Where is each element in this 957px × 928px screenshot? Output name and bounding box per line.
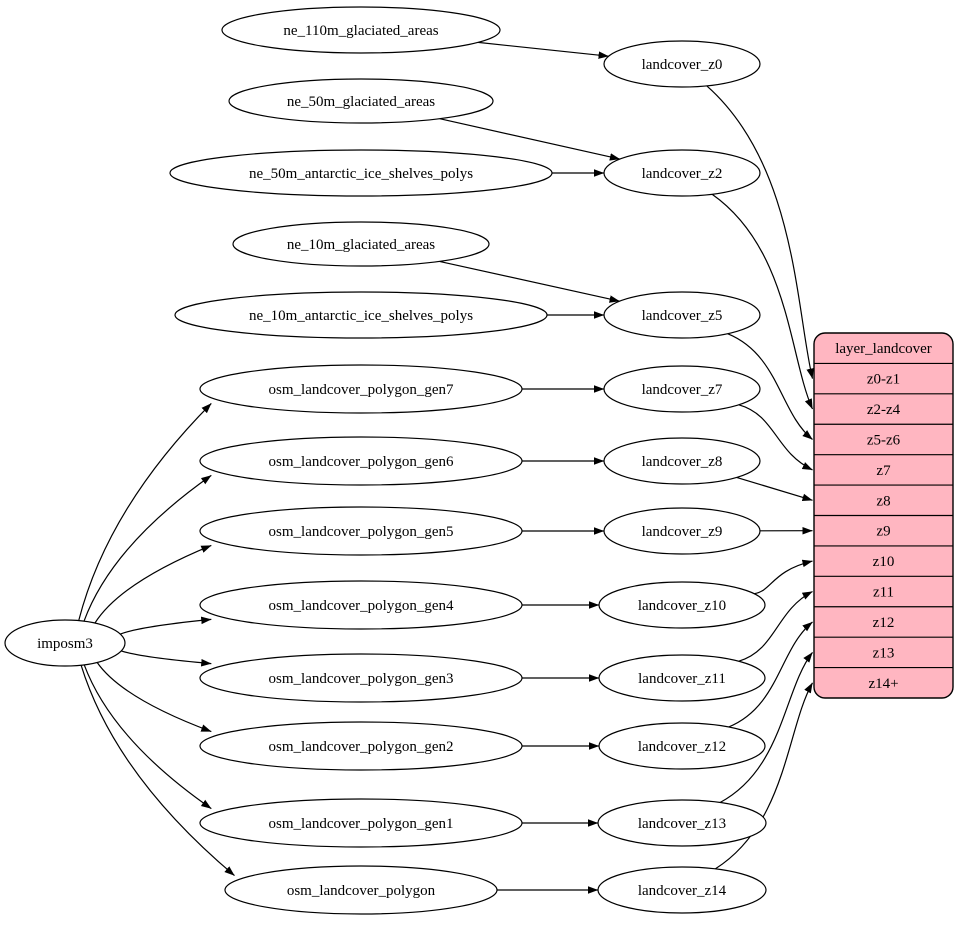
edge-imposm3-to-osm_landcover_polygon_gen5	[95, 545, 211, 623]
record-row-label: z2-z4	[867, 402, 901, 418]
node-label: ne_10m_antarctic_ice_shelves_polys	[249, 308, 473, 324]
node-label: landcover_z13	[638, 816, 726, 832]
record-row-label: z0-z1	[867, 372, 900, 388]
node-ne_50m_antarctic_ice_shelves_polys: ne_50m_antarctic_ice_shelves_polys	[170, 150, 552, 196]
node-landcover_z11: landcover_z11	[599, 655, 765, 701]
node-label: osm_landcover_polygon_gen7	[269, 382, 454, 398]
node-landcover_z9: landcover_z9	[604, 508, 760, 554]
record-row-z2-z4: z2-z4	[867, 402, 901, 418]
node-landcover_z8: landcover_z8	[604, 438, 760, 484]
edge-ne_110m_glaciated_areas-to-landcover_z0	[478, 42, 608, 56]
record-row-label: z10	[873, 554, 895, 570]
node-landcover_z0: landcover_z0	[604, 41, 760, 87]
edge-landcover_z10-to-z10	[754, 561, 812, 594]
node-osm_landcover_polygon_gen4: osm_landcover_polygon_gen4	[200, 581, 522, 629]
edge-ne_50m_glaciated_areas-to-landcover_z2	[440, 119, 620, 159]
node-label: landcover_z0	[642, 57, 723, 73]
node-label: landcover_z11	[638, 671, 726, 687]
node-label: landcover_z8	[642, 454, 723, 470]
node-ne_50m_glaciated_areas: ne_50m_glaciated_areas	[229, 79, 493, 123]
record-row-z0-z1: z0-z1	[867, 372, 900, 388]
node-label: osm_landcover_polygon_gen3	[269, 671, 454, 687]
edge-imposm3-to-osm_landcover_polygon	[81, 665, 234, 875]
node-label: landcover_z7	[642, 382, 723, 398]
edge-landcover_z8-to-z8	[737, 477, 813, 500]
node-osm_landcover_polygon_gen5: osm_landcover_polygon_gen5	[200, 507, 522, 555]
nodes: imposm3 ne_110m_glaciated_areas ne_50m_gla…	[5, 7, 766, 914]
node-ne_10m_antarctic_ice_shelves_polys: ne_10m_antarctic_ice_shelves_polys	[175, 292, 547, 338]
node-landcover_z7: landcover_z7	[604, 366, 760, 412]
record-row-label: z5-z6	[867, 432, 901, 448]
node-label: osm_landcover_polygon_gen6	[269, 454, 454, 470]
edge-imposm3-to-osm_landcover_polygon_gen7	[79, 403, 212, 620]
record-row-z9: z9	[876, 524, 890, 540]
record-layer_landcover: layer_landcover z0-z1 z2-z4 z5-z6 z7 z8 z9 z10 z…	[814, 333, 953, 698]
record-title: layer_landcover	[835, 341, 932, 357]
record-row-label: z9	[876, 524, 890, 540]
node-osm_landcover_polygon: osm_landcover_polygon	[225, 866, 497, 914]
node-landcover_z5: landcover_z5	[604, 292, 760, 338]
node-landcover_z14: landcover_z14	[598, 867, 766, 913]
edge-ne_10m_glaciated_areas-to-landcover_z5	[440, 261, 620, 301]
node-label: landcover_z10	[638, 598, 726, 614]
record-row-z14+: z14+	[868, 676, 898, 692]
node-landcover_z12: landcover_z12	[599, 723, 765, 769]
edge-imposm3-to-osm_landcover_polygon_gen6	[84, 475, 211, 621]
edge-imposm3-to-osm_landcover_polygon_gen3	[121, 651, 211, 664]
node-ne_10m_glaciated_areas: ne_10m_glaciated_areas	[233, 222, 489, 266]
node-label: osm_landcover_polygon_gen5	[269, 524, 454, 540]
record-row-label: z14+	[868, 676, 898, 692]
record-row-label: z13	[873, 645, 895, 661]
edge-imposm3-to-osm_landcover_polygon_gen4	[120, 619, 211, 634]
node-label: osm_landcover_polygon_gen4	[269, 598, 454, 614]
node-osm_landcover_polygon_gen2: osm_landcover_polygon_gen2	[200, 722, 522, 770]
record-row-z12: z12	[873, 615, 895, 631]
node-label: landcover_z12	[638, 739, 726, 755]
node-label: landcover_z2	[642, 166, 723, 182]
node-imposm3: imposm3	[5, 620, 125, 666]
record-row-z10: z10	[873, 554, 895, 570]
node-label: ne_110m_glaciated_areas	[283, 23, 438, 39]
node-landcover_z13: landcover_z13	[598, 800, 766, 846]
record-row-z7: z7	[876, 463, 891, 479]
node-osm_landcover_polygon_gen3: osm_landcover_polygon_gen3	[200, 654, 522, 702]
node-label: imposm3	[37, 636, 93, 652]
node-label: osm_landcover_polygon_gen1	[269, 816, 454, 832]
node-label: landcover_z5	[642, 308, 723, 324]
node-label: osm_landcover_polygon_gen2	[269, 739, 454, 755]
node-label: landcover_z9	[642, 524, 723, 540]
record-row-z11: z11	[873, 585, 894, 601]
node-landcover_z10: landcover_z10	[599, 582, 765, 628]
node-landcover_z2: landcover_z2	[604, 150, 760, 196]
node-label: landcover_z14	[638, 883, 727, 899]
node-osm_landcover_polygon_gen1: osm_landcover_polygon_gen1	[200, 799, 522, 847]
node-label: ne_50m_antarctic_ice_shelves_polys	[249, 166, 473, 182]
record-row-label: z8	[876, 493, 890, 509]
node-label: osm_landcover_polygon	[287, 883, 436, 899]
record-row-label: z11	[873, 585, 894, 601]
node-label: ne_10m_glaciated_areas	[287, 237, 435, 253]
record-row-z13: z13	[873, 645, 895, 661]
edge-imposm3-to-osm_landcover_polygon_gen2	[97, 662, 211, 731]
record-row-label: z12	[873, 615, 895, 631]
node-ne_110m_glaciated_areas: ne_110m_glaciated_areas	[222, 7, 500, 53]
node-osm_landcover_polygon_gen7: osm_landcover_polygon_gen7	[200, 365, 522, 413]
record-row-z8: z8	[876, 493, 890, 509]
record-row-z5-z6: z5-z6	[867, 432, 901, 448]
node-label: ne_50m_glaciated_areas	[287, 94, 435, 110]
node-osm_landcover_polygon_gen6: osm_landcover_polygon_gen6	[200, 437, 522, 485]
record-row-label: z7	[876, 463, 891, 479]
